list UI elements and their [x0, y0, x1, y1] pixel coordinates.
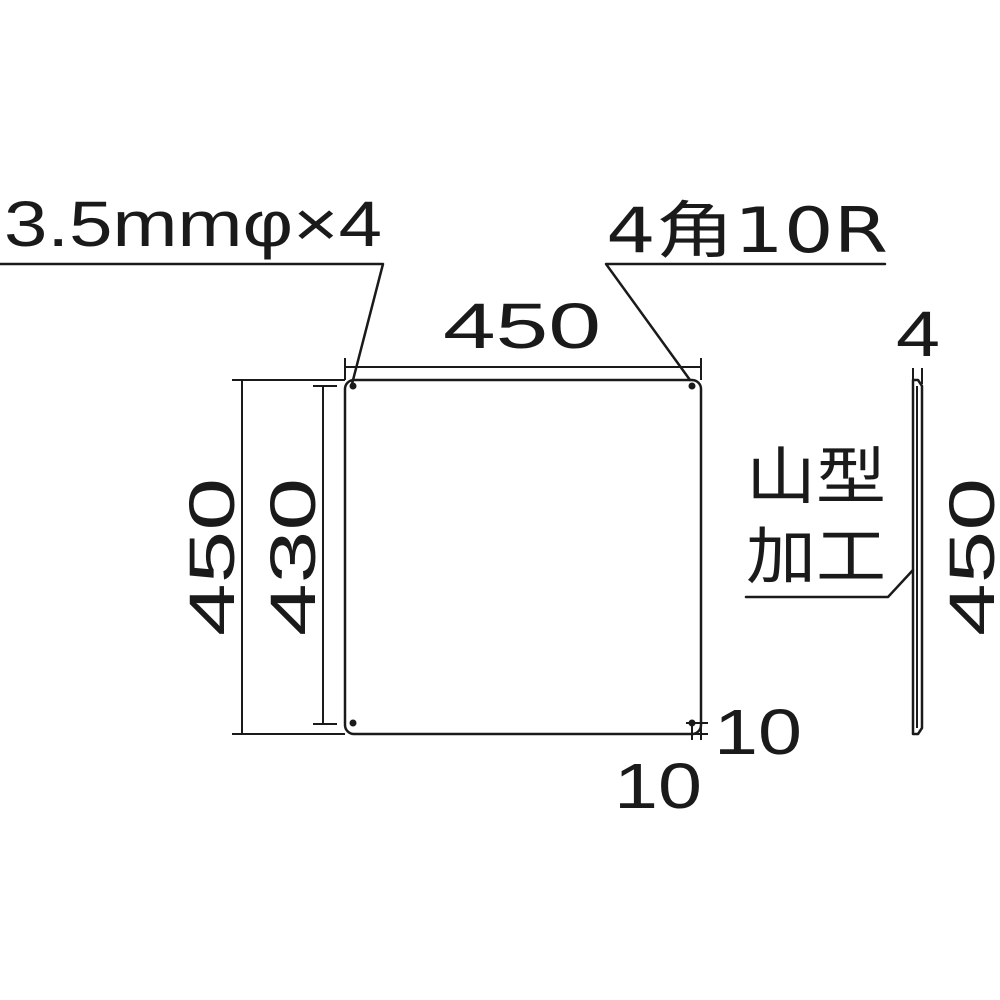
hole-offset-dimension: 10 10: [614, 696, 802, 822]
mount-hole-bottom-left: [349, 719, 357, 727]
offset-x-label: 10: [614, 750, 702, 822]
width-dimension: 450: [344, 290, 702, 380]
hole-spec-callout: 3.5mmφ×4: [0, 188, 385, 386]
side-height-label: 450: [936, 478, 1000, 636]
height-outer-dimension: 450: [176, 379, 345, 735]
edge-process-callout: 山型 加工: [744, 440, 915, 599]
plate-front-view: [343, 378, 703, 736]
corner-spec-leader: [604, 262, 887, 382]
height-inner-dimension: 430: [257, 385, 337, 725]
mount-hole-top-right: [688, 382, 696, 390]
offset-y-label: 10: [714, 696, 802, 768]
edge-process-line1: 山型: [746, 440, 886, 513]
side-profile-outline: [911, 378, 924, 736]
hole-spec-leader: [0, 262, 385, 386]
thickness-label: 4: [896, 298, 940, 370]
height-outer-label: 450: [176, 478, 248, 636]
edge-process-line2: 加工: [746, 520, 886, 593]
corner-spec-label: 4角10R: [606, 194, 888, 267]
hole-spec-label: 3.5mmφ×4: [4, 188, 382, 260]
height-inner-label: 430: [257, 478, 329, 636]
edge-process-leader: [744, 568, 915, 599]
mount-hole-top-left: [349, 382, 357, 390]
plate-outline: [343, 378, 703, 736]
width-label: 450: [443, 290, 601, 362]
corner-spec-callout: 4角10R: [604, 194, 888, 382]
plate-side-view: 4 450: [896, 298, 1000, 736]
